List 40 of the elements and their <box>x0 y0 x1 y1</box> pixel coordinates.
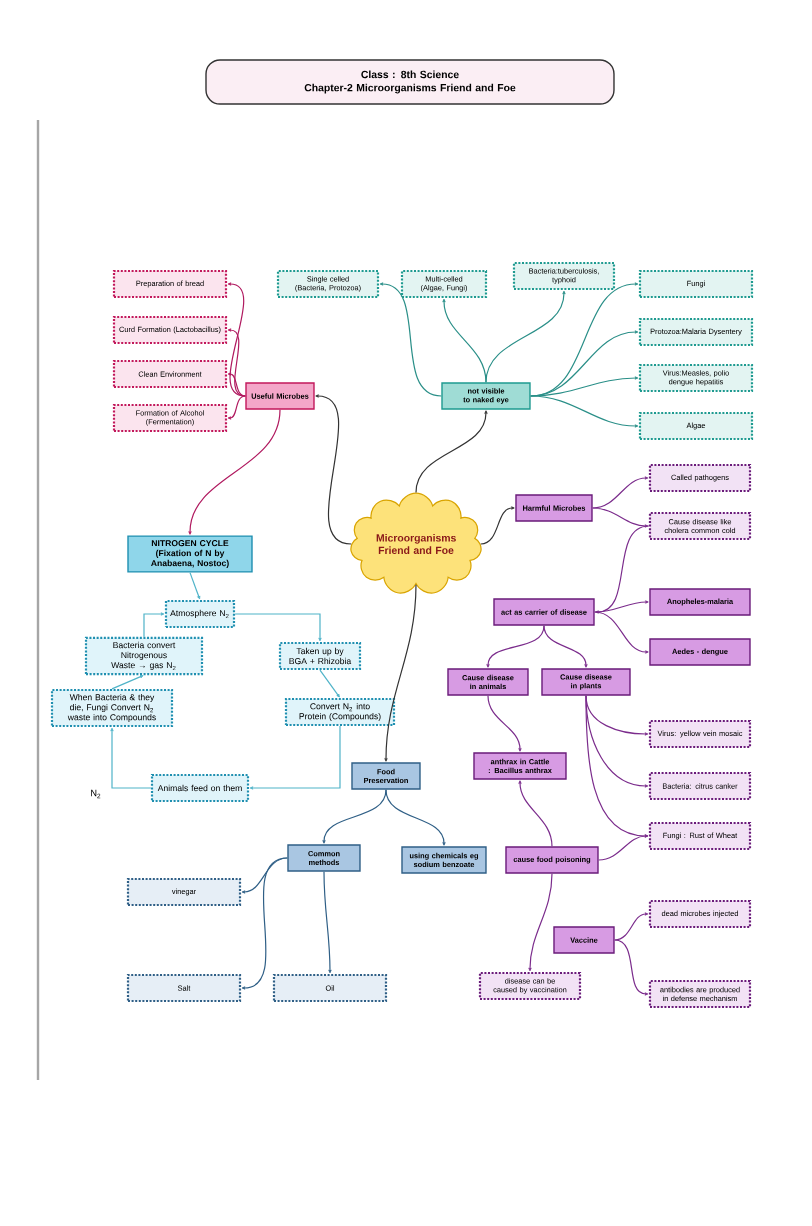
arrow <box>385 789 446 846</box>
arrow <box>111 675 144 690</box>
arrow <box>594 611 649 654</box>
arrow <box>227 328 246 397</box>
arrow <box>594 600 649 613</box>
arrow <box>319 669 340 698</box>
arrow <box>234 613 322 642</box>
arrow <box>249 725 341 790</box>
arrow <box>518 780 553 847</box>
arrow <box>485 290 566 383</box>
arrow <box>487 695 522 752</box>
arrow <box>530 395 639 428</box>
arrow <box>379 282 442 397</box>
arrow <box>442 298 487 383</box>
arrow <box>189 572 201 600</box>
arrow <box>585 695 649 838</box>
arrow <box>227 372 246 397</box>
arrow <box>415 410 488 494</box>
arrow <box>241 857 288 894</box>
arrow <box>227 282 246 397</box>
arrow <box>241 857 288 990</box>
arrow <box>614 912 649 941</box>
arrow <box>384 584 417 762</box>
arrow <box>323 871 332 974</box>
arrow <box>315 394 352 545</box>
arrow <box>543 625 588 668</box>
arrow <box>480 506 515 545</box>
arrow <box>110 727 152 789</box>
arrow <box>614 939 649 996</box>
arrow <box>227 395 246 420</box>
arrow <box>530 376 639 397</box>
arrow <box>143 612 165 638</box>
arrow <box>595 525 650 614</box>
arrow <box>486 625 545 668</box>
arrow <box>592 507 649 528</box>
arrow <box>322 789 387 844</box>
arrow <box>592 476 649 509</box>
arrow <box>598 834 649 861</box>
arrow <box>188 409 281 535</box>
arrow <box>528 873 553 972</box>
